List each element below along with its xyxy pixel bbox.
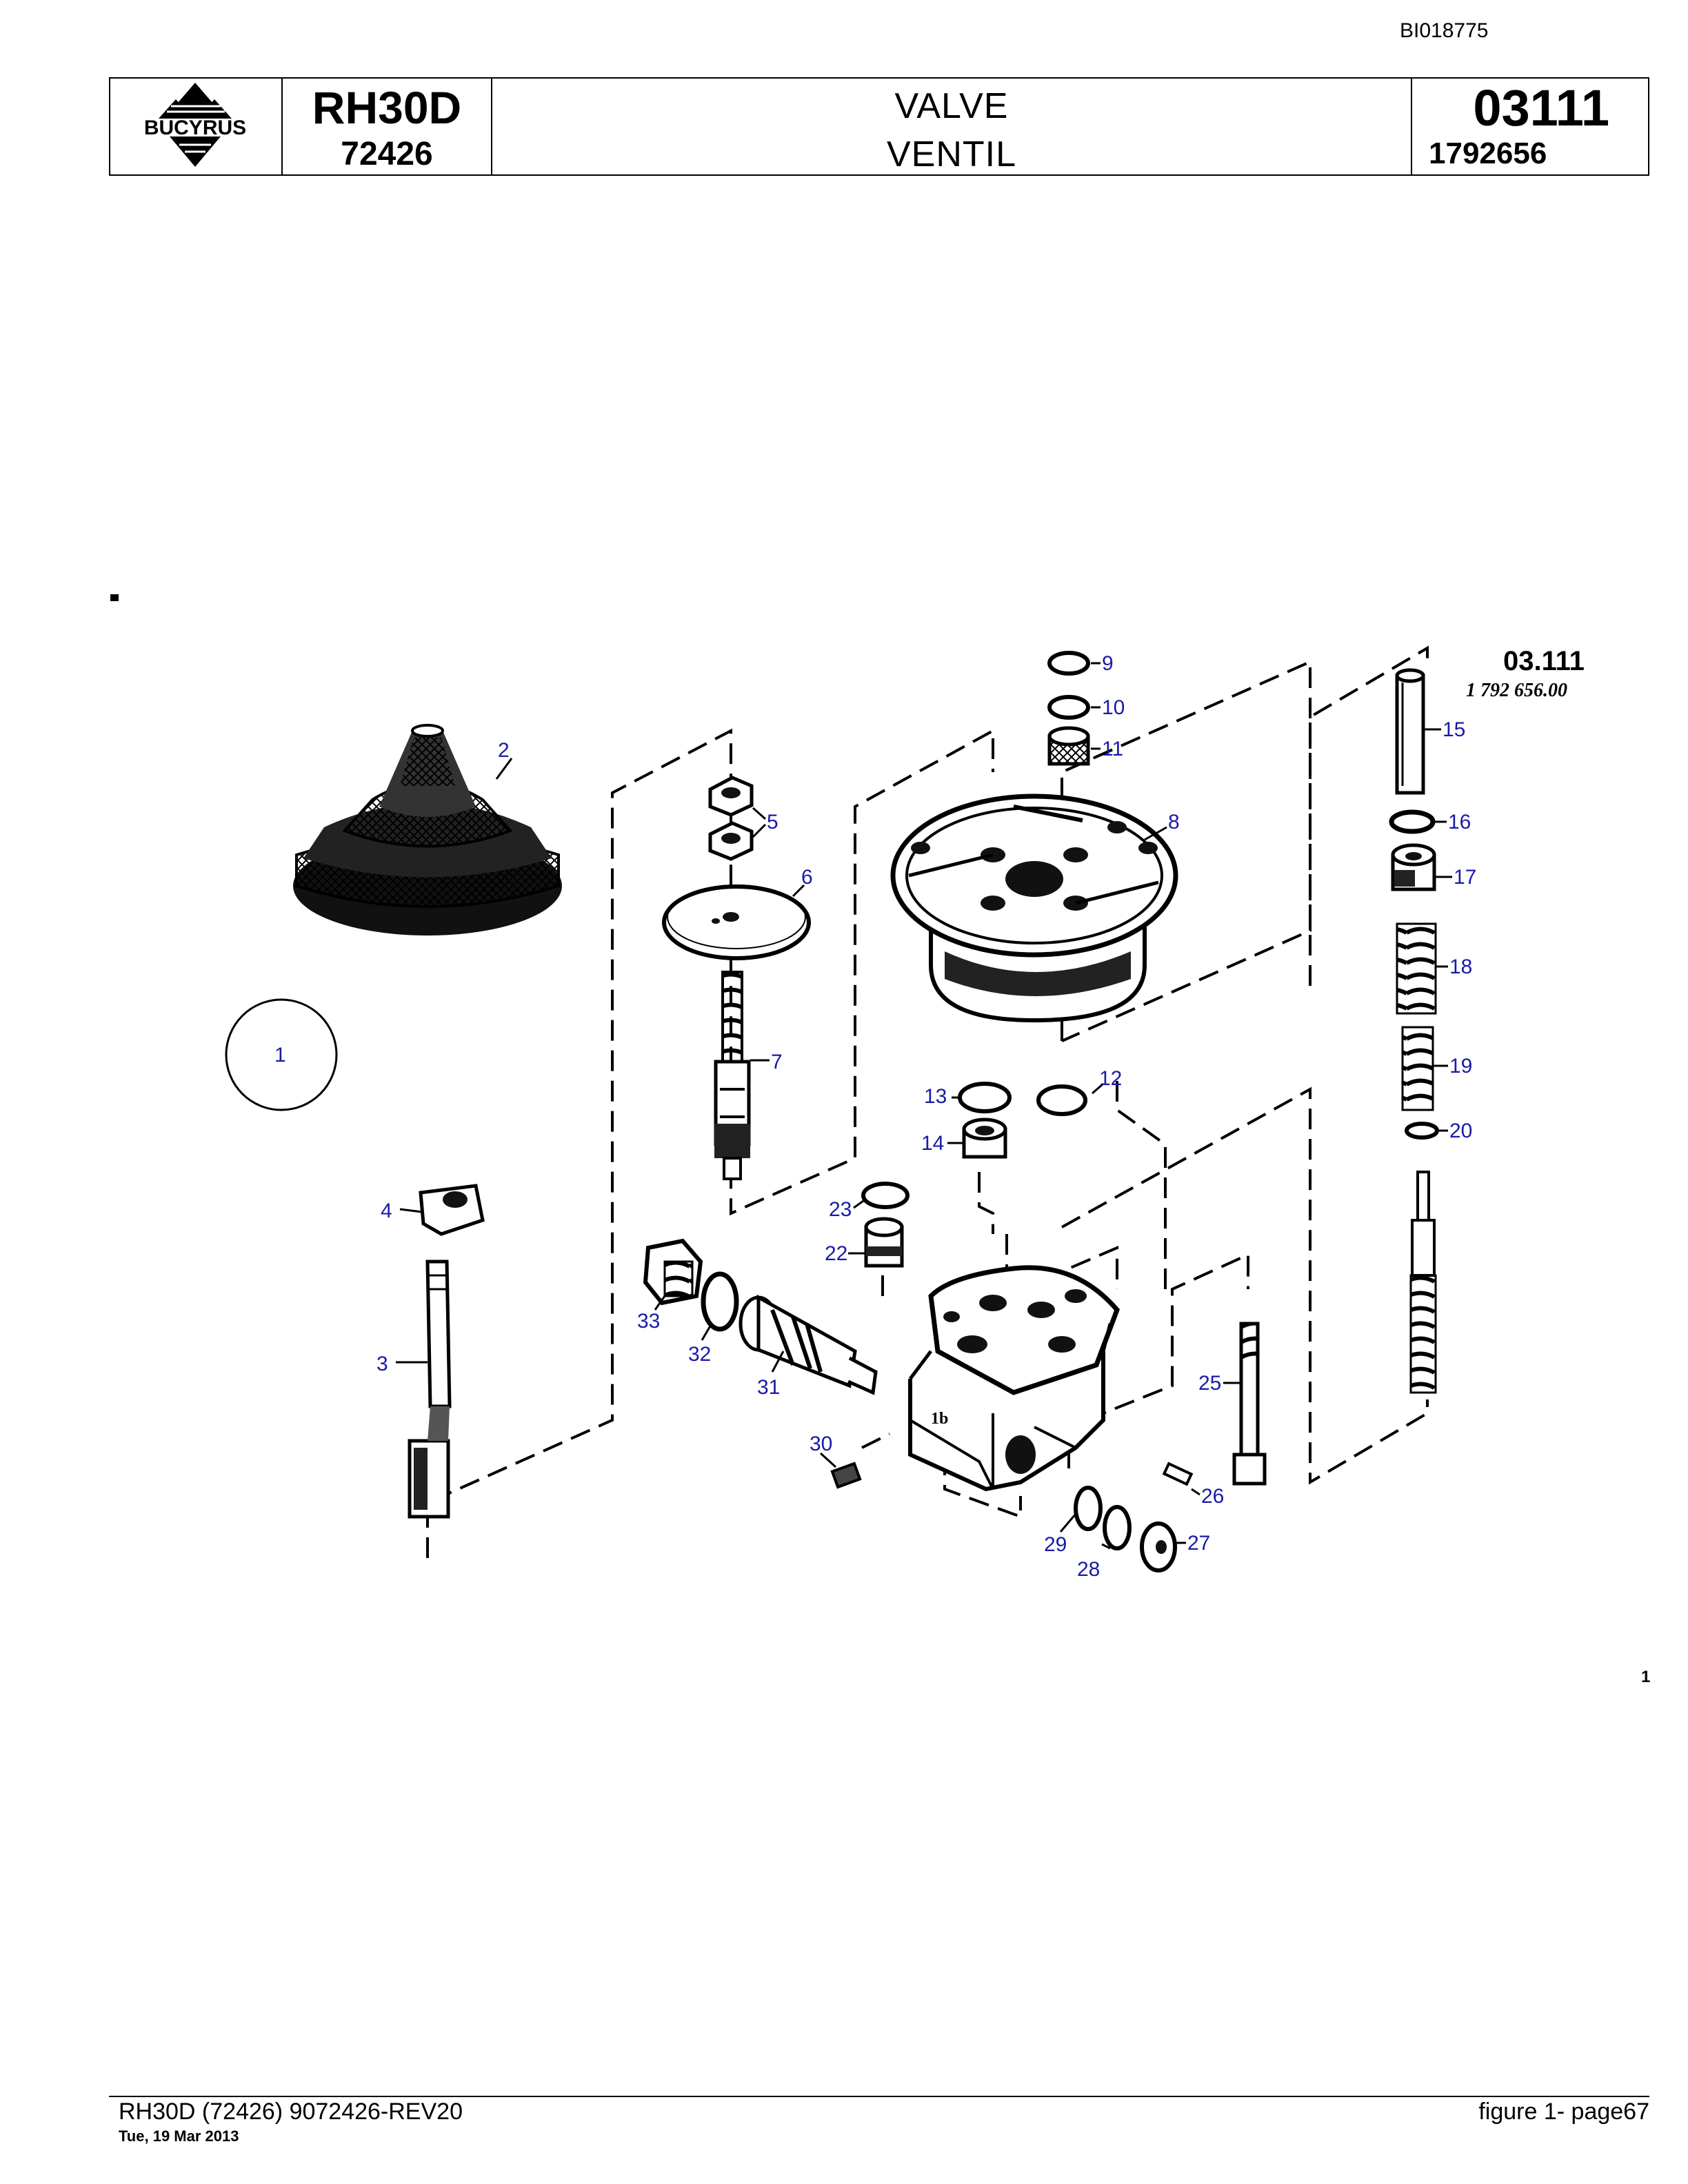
callout-labels: 1 2 3 4 5 6 7 8 9 10 11 12 13 14 15 16 1… [274,652,1476,1581]
callout-13: 13 [924,1085,947,1108]
rubber-boot [293,724,562,936]
title-cell: VALVE VENTIL [492,79,1412,174]
bolt-25 [1232,1322,1267,1486]
callout-5: 5 [767,811,778,833]
model-number: RH30D [312,82,462,133]
washer-10 [1047,695,1090,720]
callout-9: 9 [1102,652,1114,675]
callout-17: 17 [1454,866,1476,889]
part-number: 1792656 [1429,136,1547,170]
document-id: BI018775 [1400,19,1489,42]
ring-28 [1103,1505,1132,1550]
callout-22: 22 [825,1242,847,1265]
valve-body: 1b [908,1265,1121,1492]
callout-10: 10 [1102,696,1125,719]
callout-8: 8 [1168,811,1180,833]
bucyrus-logo: BUCYRUS [120,83,270,167]
callout-28: 28 [1077,1558,1100,1581]
ring-29 [1074,1486,1103,1531]
screw-plug-33 [643,1238,703,1306]
callout-15: 15 [1443,718,1465,741]
callout-29: 29 [1044,1533,1067,1556]
washer-20 [1405,1122,1439,1140]
lever-nut [419,1184,485,1236]
spring-19 [1401,1026,1434,1111]
title-german: VENTIL [886,134,1017,174]
number-cell: 03111 1792656 [1412,79,1648,174]
assembly-circle [225,998,338,1111]
model-cell: RH30D 72426 [283,79,492,174]
o-ring-12 [1036,1084,1087,1116]
pin-26 [1162,1462,1194,1486]
callout-30: 30 [810,1433,832,1455]
callout-4: 4 [381,1200,392,1222]
callout-20: 20 [1449,1120,1472,1142]
group-number: 03111 [1473,79,1609,136]
logo-cell: BUCYRUS [110,79,283,174]
washer-27 [1140,1521,1177,1573]
spool-31 [738,1294,878,1395]
piston-22 [864,1217,904,1268]
joint-stud [714,971,751,1180]
callout-16: 16 [1448,811,1471,833]
callout-7: 7 [771,1051,783,1073]
o-ring-13 [958,1082,1012,1113]
lever [408,1260,452,1519]
title-block: BUCYRUS RH30D 72426 VALVE VENTIL 03111 1… [109,77,1649,176]
reference-part: 1 792 656.00 [1466,680,1567,701]
spring-18 [1396,922,1437,1015]
valve-housing [890,793,1178,1023]
callout-18: 18 [1449,956,1472,978]
callout-25: 25 [1198,1372,1221,1395]
callout-2: 2 [498,739,510,762]
callout-26: 26 [1201,1485,1224,1508]
callout-12: 12 [1099,1067,1122,1090]
logo-text: BUCYRUS [144,117,246,139]
footer-date: Tue, 19 Mar 2013 [119,2127,239,2145]
spool-15 [1395,668,1425,795]
title-english: VALVE [894,86,1009,126]
bushing-11 [1047,726,1090,766]
footer-page-ref: figure 1- page67 [1478,2099,1649,2125]
callout-6: 6 [801,866,813,889]
callout-3: 3 [376,1353,388,1375]
hex-nuts [708,776,754,861]
svg-text:1b: 1b [931,1410,948,1428]
callout-27: 27 [1187,1532,1210,1555]
callout-1: 1 [274,1044,286,1066]
plug-30 [830,1462,862,1489]
snap-ring-16 [1389,809,1436,834]
footer-document-ref: RH30D (72426) 9072426-REV20 [119,2099,463,2125]
leader-lines [396,662,1452,1550]
valve-spool [1409,1171,1437,1394]
snap-ring-9 [1047,651,1090,676]
footer-rule [109,2096,1649,2097]
svg-text:1: 1 [1641,1668,1650,1686]
o-ring-23 [861,1182,910,1209]
callout-33: 33 [637,1310,660,1333]
reference-code: 03.111 [1503,646,1585,676]
serial-number: 72426 [341,136,433,172]
callout-31: 31 [757,1376,780,1399]
spring-seat-17 [1391,843,1436,891]
callout-11: 11 [1102,738,1123,760]
callout-32: 32 [688,1343,711,1366]
callout-19: 19 [1449,1055,1472,1078]
nut-14 [962,1118,1007,1159]
callout-23: 23 [829,1198,852,1221]
callout-14: 14 [921,1132,944,1155]
o-ring-32 [701,1271,739,1332]
cover-plate [662,884,811,960]
